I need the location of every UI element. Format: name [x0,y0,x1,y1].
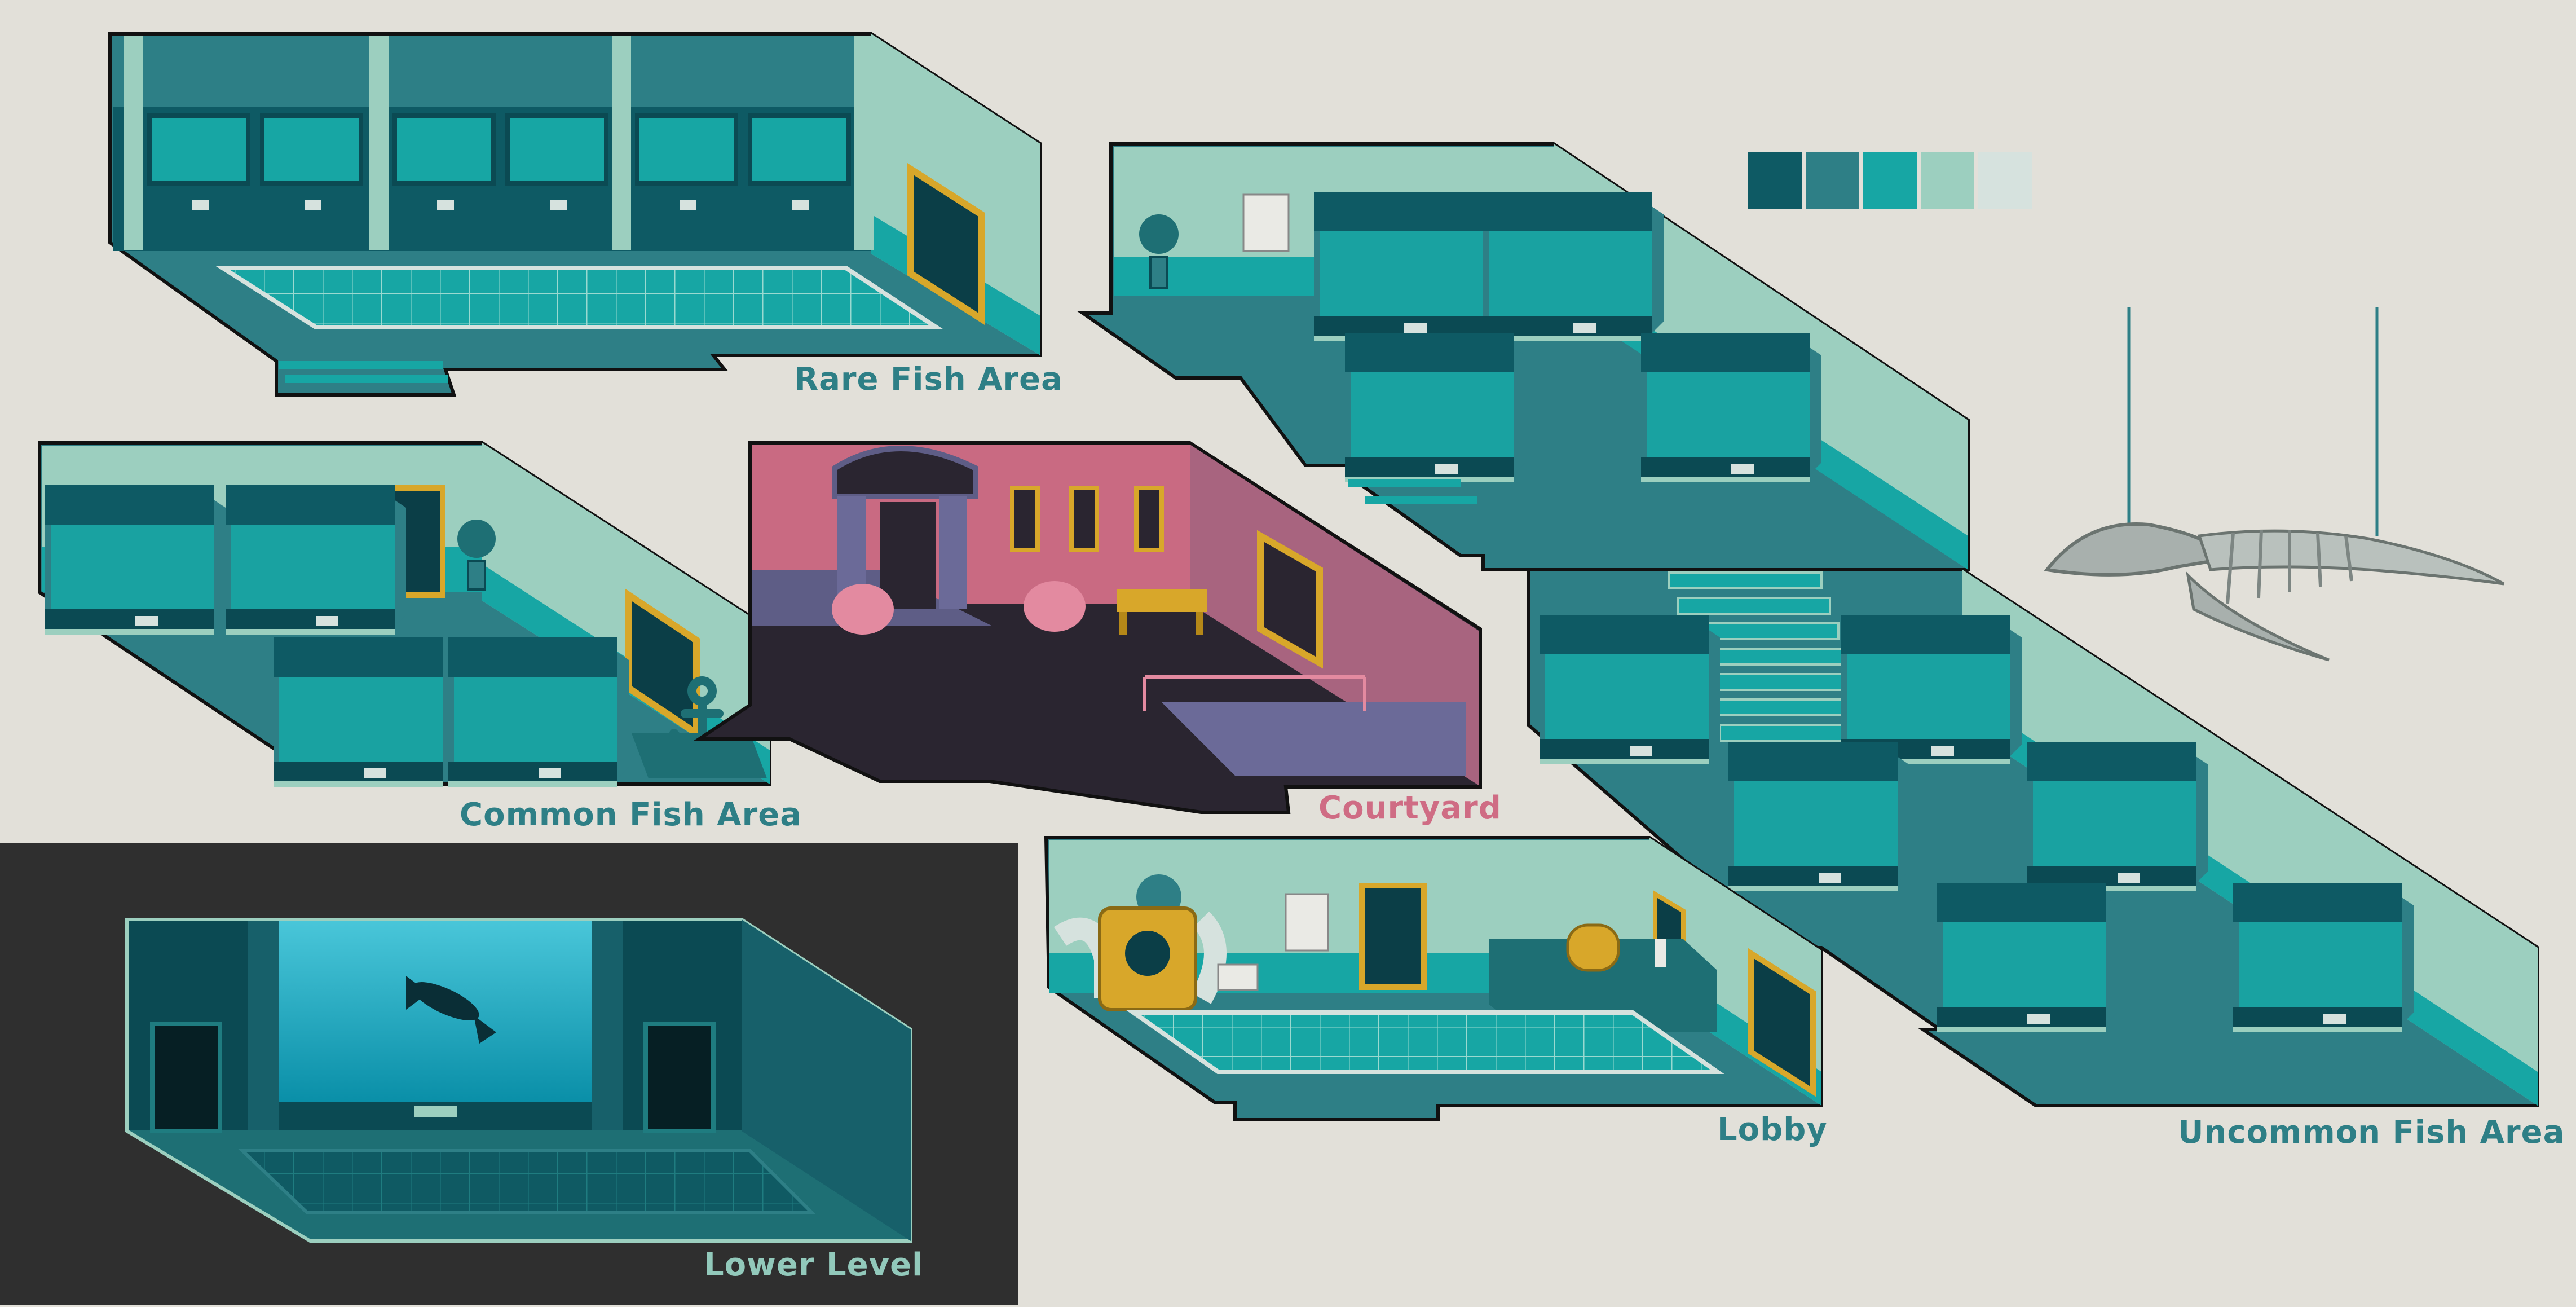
courtyard-label: Courtyard [1318,790,1502,826]
uncommon-fish-area-room [1527,568,2539,1107]
bench-icon [1117,589,1207,635]
potted-plant-icon [1139,214,1179,289]
reception-desk [1489,923,1717,1032]
flower-bush-icon [832,581,1086,635]
courtyard-room [694,441,1482,814]
rare-fish-area-room [108,32,1042,397]
lower-level-label: Lower Level [704,1247,924,1283]
lobby-label: Lobby [1717,1111,1828,1148]
common-fish-area-label: Common Fish Area [460,796,802,833]
diving-suit-icon [1053,874,1227,1011]
lobby-room [1044,836,1823,1121]
rare-fish-area-label: Rare Fish Area [794,361,1063,398]
big-tank-window [279,921,592,1102]
poster-icon [1242,193,1290,252]
lower-level-room [0,843,1018,1305]
uncommon-fish-area-label: Uncommon Fish Area [2178,1114,2565,1151]
common-fish-area-room [38,441,771,787]
staircase [1668,571,1873,742]
courtyard-gate [832,446,978,609]
palette-swatch-3 [1863,152,1917,209]
palette-swatch-2 [1806,152,1859,209]
potted-plant-icon [457,520,496,591]
uncommon-upper-room [1077,142,1970,571]
palette-swatch-1 [1748,152,1802,209]
color-palette [1748,152,2032,209]
palette-swatch-4 [1921,152,1974,209]
receptionist-icon [1566,923,1620,972]
palette-swatch-5 [1978,152,2032,209]
shark-icon [406,976,496,1044]
whale-skeleton-icon [2044,307,2505,662]
poster-icon [1285,893,1329,952]
